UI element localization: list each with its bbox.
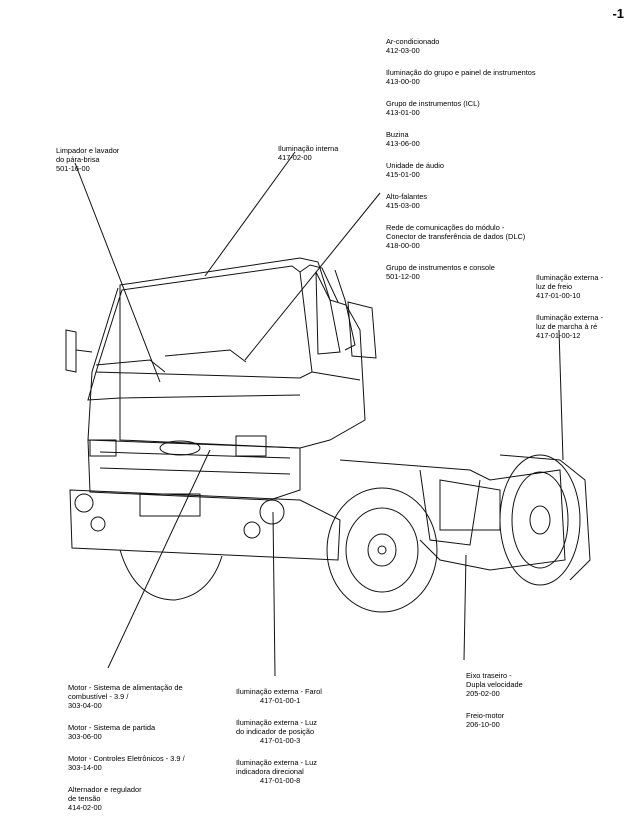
label-name: Grupo de instrumentos e console [386, 263, 495, 272]
label-code: 417-01-00-3 [260, 736, 301, 745]
label-name: Iluminação externa - luz de freio [536, 273, 603, 291]
label-code: 303-14-00 [68, 763, 102, 772]
label-code: 414-02-00 [68, 803, 102, 812]
label-icl: Grupo de instrumentos (ICL)413-01-00 [386, 99, 536, 117]
label-code: 501-16-00 [56, 164, 90, 173]
label-name: Alto-falantes [386, 192, 428, 201]
page-number: -1 [612, 6, 624, 21]
label-code: 413-00-00 [386, 77, 420, 86]
label-name: Eixo traseiro - Dupla velocidade [466, 671, 523, 689]
label-fuel-system: Motor - Sistema de alimentação de combus… [68, 683, 185, 710]
label-name: Iluminação interna [278, 144, 339, 153]
label-code: 205-02-00 [466, 689, 500, 698]
label-group-engine: Motor - Sistema de alimentação de combus… [68, 674, 185, 825]
label-name: Iluminação externa - Farol [236, 687, 322, 696]
label-position-light: Iluminação externa - Luz do indicador de… [236, 718, 322, 745]
label-code: 417-01-00-8 [260, 776, 301, 785]
label-name: Motor - Sistema de alimentação de combus… [68, 683, 183, 701]
label-name: Freio-motor [466, 711, 505, 720]
truck-illustration [65, 151, 591, 677]
label-code: 415-01-00 [386, 170, 420, 179]
label-code: 412-03-00 [386, 46, 420, 55]
label-name: Unidade de áudio [386, 161, 444, 170]
label-name: Iluminação externa - luz de marcha à ré [536, 313, 603, 331]
label-name: Motor - Controles Eletrônicos - 3.9 / [68, 754, 185, 763]
label-code: 206-10-00 [466, 720, 500, 729]
label-code: 303-06-00 [68, 732, 102, 741]
label-code: 501-12-00 [386, 272, 420, 281]
label-name: Limpador e lavador do pára-brisa [56, 146, 120, 164]
label-instrument-lighting: Iluminação do grupo e painel de instrume… [386, 68, 536, 86]
label-code: 417-01-00-1 [260, 696, 301, 705]
label-code: 413-01-00 [386, 108, 420, 117]
label-code: 303-04-00 [68, 701, 102, 710]
label-code: 413-06-00 [386, 139, 420, 148]
label-name: Buzina [386, 130, 409, 139]
label-name: Alternador e regulador de tensão [68, 785, 142, 803]
label-code: 415-03-00 [386, 201, 420, 210]
label-name: Ar-condicionado [386, 37, 440, 46]
label-electronic-controls: Motor - Controles Eletrônicos - 3.9 /303… [68, 754, 185, 772]
label-code: 417-01-00-12 [536, 331, 581, 340]
label-name: Iluminação externa - Luz do indicador de… [236, 718, 317, 736]
label-code: 418-00-00 [386, 241, 420, 250]
label-name: Grupo de instrumentos (ICL) [386, 99, 480, 108]
label-name: Iluminação do grupo e painel de instrume… [386, 68, 536, 77]
label-code: 417-01-00-10 [536, 291, 581, 300]
label-name: Motor - Sistema de partida [68, 723, 156, 732]
label-turn-signal: Iluminação externa - Luz indicadora dire… [236, 758, 322, 785]
label-name: Iluminação externa - Luz indicadora dire… [236, 758, 317, 776]
label-name: Rede de comunicações do módulo - Conecto… [386, 223, 526, 241]
label-dlc: Rede de comunicações do módulo - Conecto… [386, 223, 536, 250]
label-code: 417-02-00 [278, 153, 312, 162]
